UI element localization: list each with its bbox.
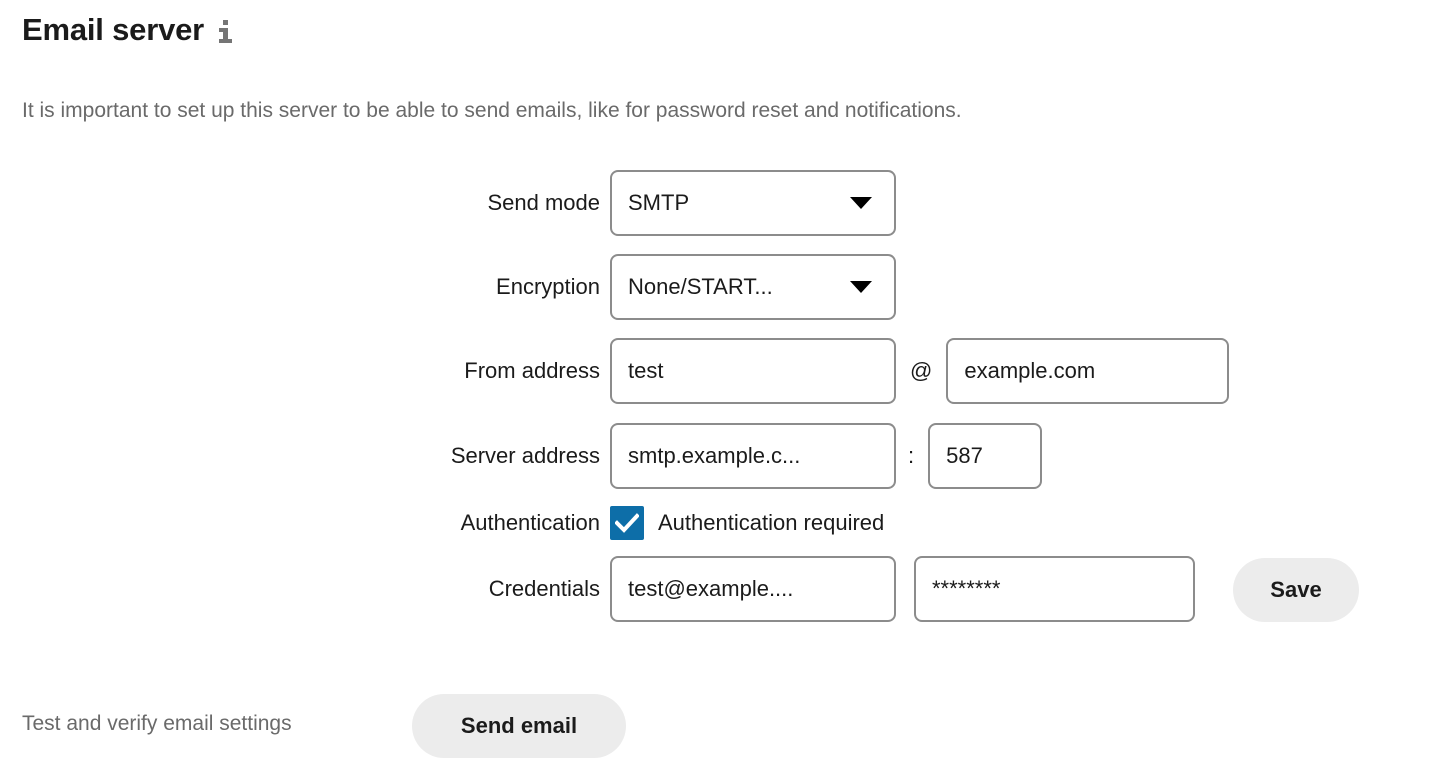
encryption-select[interactable]: None/START... [610, 254, 896, 320]
credentials-username-input[interactable]: test@example.... [610, 556, 896, 622]
check-icon [615, 513, 639, 533]
encryption-label: Encryption [496, 274, 600, 299]
chevron-down-icon [850, 281, 872, 293]
credentials-password-input[interactable]: ******** [914, 556, 1195, 622]
server-port-input[interactable]: 587 [928, 423, 1043, 489]
info-icon[interactable] [218, 19, 234, 45]
encryption-value: None/START... [628, 274, 773, 299]
server-host-input[interactable]: smtp.example.c... [610, 423, 896, 489]
page-header: Email server [22, 14, 234, 45]
authentication-required-label: Authentication required [658, 510, 885, 535]
server-address-row: Server address smtp.example.c... : 587 [0, 423, 1043, 489]
send-mode-select[interactable]: SMTP [610, 170, 896, 236]
encryption-row: Encryption None/START... [0, 254, 896, 320]
send-mode-row: Send mode SMTP [0, 170, 896, 236]
save-button[interactable]: Save [1233, 558, 1359, 622]
send-email-button[interactable]: Send email [412, 694, 626, 758]
page-description: It is important to set up this server to… [22, 99, 962, 122]
page-title: Email server [22, 12, 205, 47]
from-address-row: From address test @ example.com [0, 338, 1230, 404]
chevron-down-icon [850, 197, 872, 209]
authentication-row: Authentication Authentication required [0, 505, 884, 541]
server-address-label: Server address [450, 443, 600, 468]
from-address-user-input[interactable]: test [610, 338, 896, 404]
at-symbol: @ [910, 358, 933, 383]
authentication-required-checkbox[interactable] [610, 506, 644, 540]
test-email-label: Test and verify email settings [22, 712, 292, 735]
send-mode-value: SMTP [628, 190, 690, 215]
credentials-label: Credentials [488, 576, 600, 601]
from-address-domain-input[interactable]: example.com [946, 338, 1230, 404]
credentials-row: Credentials test@example.... ******** [0, 556, 1195, 622]
from-address-label: From address [464, 358, 600, 383]
send-mode-label: Send mode [487, 190, 600, 215]
authentication-label: Authentication [460, 510, 600, 535]
colon-symbol: : [908, 443, 915, 468]
